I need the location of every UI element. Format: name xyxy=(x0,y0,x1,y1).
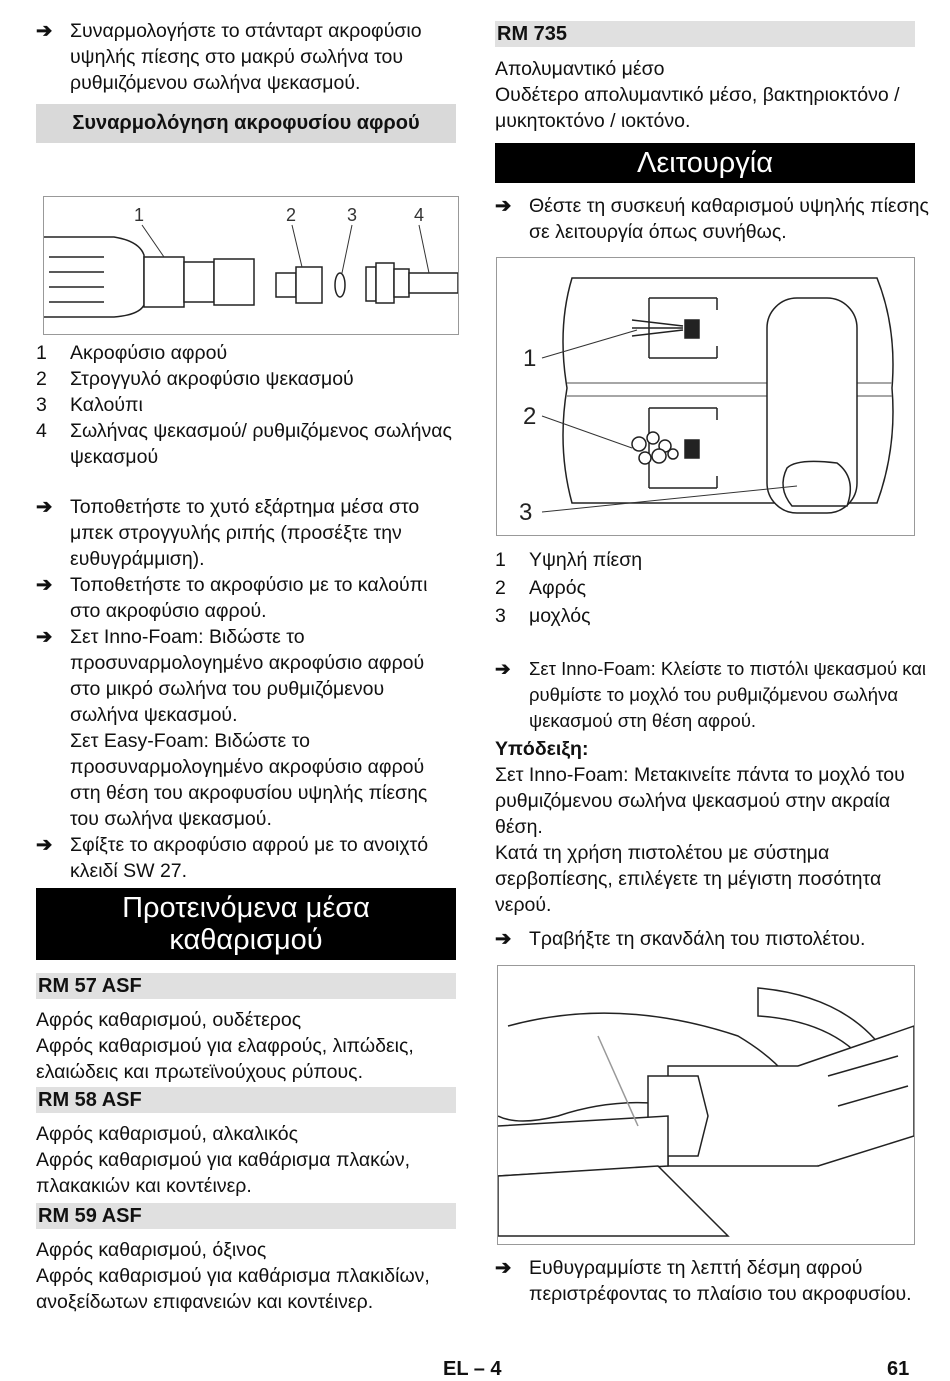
arrow-icon: ➔ xyxy=(495,928,512,950)
figure2-label-1: 1 xyxy=(523,345,536,372)
product-name-rm735: RM 735 xyxy=(495,21,915,47)
operation-step-3: ➔ Τραβήξτε τη σκανδάλη του πιστολέτου. xyxy=(495,928,866,950)
figure2-label-3: 3 xyxy=(519,499,532,526)
arrow-icon: ➔ xyxy=(495,1257,512,1279)
product-name: RM 57 ASF xyxy=(36,973,456,999)
arrow-icon: ➔ xyxy=(36,574,53,596)
figure1-label-3: 3 xyxy=(347,205,357,225)
product-desc: Αφρός καθαρισμού για καθάρισμα πλακών, π… xyxy=(36,1149,411,1197)
operation-step-2: ➔ Σετ Inno-Foam: Κλείστε το πιστόλι ψεκα… xyxy=(495,658,927,731)
operation-step-1: ➔ Θέστε τη συσκευή καθαρισμού υψηλής πίε… xyxy=(495,195,929,243)
figure-trigger-rotation xyxy=(497,965,915,1245)
arrow-icon: ➔ xyxy=(36,496,53,518)
footer-section-label: EL – 4 xyxy=(443,1358,502,1380)
product-desc: Αφρός καθαρισμού για ελαφρούς, λιπώδεις,… xyxy=(36,1035,414,1083)
subheading-foam-nozzle: Συναρμολόγηση ακροφυσίου αφρού xyxy=(36,104,456,143)
note-text: Κατά τη χρήση πιστολέτου με σύστημα σερβ… xyxy=(495,842,882,916)
section-heading-recommended-agents: Προτεινόμενα μέσα καθαρισμού xyxy=(36,888,456,960)
arrow-icon: ➔ xyxy=(495,195,512,217)
arrow-icon: ➔ xyxy=(495,658,511,679)
arrow-icon: ➔ xyxy=(36,834,53,856)
product-desc: Αφρός καθαρισμού, ουδέτερος xyxy=(36,1009,302,1031)
assembly-steps: ➔ Τοποθετήστε το χυτό εξάρτημα μέσα στο … xyxy=(36,494,456,884)
product-desc: Αφρός καθαρισμού για καθάρισμα πλακιδίων… xyxy=(36,1265,430,1313)
intro-step: ➔ Συναρμολογήστε το στάνταρτ ακροφύσιο υ… xyxy=(36,20,422,94)
step-extra-easy-foam: Σετ Easy-Foam: Βιδώστε το προσυναρμολογη… xyxy=(70,730,428,830)
product-desc: Αφρός καθαρισμού, αλκαλικός xyxy=(36,1123,298,1145)
note-text: Σετ Inno-Foam: Μετακινείτε πάντα το μοχλ… xyxy=(495,764,905,838)
products-list: RM 57 ASF Αφρός καθαρισμού, ουδέτερος Αφ… xyxy=(36,973,456,1315)
operation-step-4: ➔ Ευθυγραμμίστε τη λεπτή δέσμη αφρού περ… xyxy=(495,1257,912,1305)
step-item: ➔ Σφίξτε το ακροφύσιο αφρού με το ανοιχτ… xyxy=(36,834,429,882)
arrow-icon: ➔ xyxy=(36,20,53,42)
section-heading-operation: Λειτουργία xyxy=(495,143,915,183)
page-number: 61 xyxy=(887,1358,910,1380)
product-desc: Αφρός καθαρισμού, όξινος xyxy=(36,1239,267,1261)
figure1-label-1: 1 xyxy=(134,205,144,225)
step-item: ➔ Τοποθετήστε το ακροφύσιο με το καλούπι… xyxy=(36,574,428,622)
figure-lever-positions: 1 2 3 xyxy=(496,257,915,536)
nozzle-assembly-illustration: 1 2 3 4 xyxy=(44,205,459,318)
figure1-label-2: 2 xyxy=(286,205,296,225)
figure1-label-4: 4 xyxy=(414,205,424,225)
product-name: RM 58 ASF xyxy=(36,1087,456,1113)
arrow-icon: ➔ xyxy=(36,626,53,648)
figure-nozzle-assembly: 1 2 3 4 xyxy=(43,196,459,335)
hand-nozzle-illustration xyxy=(497,987,915,1237)
product-rm735-desc: Απολυμαντικό μέσο Ουδέτερο απολυμαντικό … xyxy=(495,58,900,132)
step-item: ➔ Τοποθετήστε το χυτό εξάρτημα μέσα στο … xyxy=(36,496,420,570)
step-item: ➔ Σετ Inno-Foam: Βιδώστε το προσυναρμολο… xyxy=(36,624,456,832)
note-label: Υπόδειξη: xyxy=(495,738,589,760)
note-block: Υπόδειξη: Σετ Inno-Foam: Μετακινείτε πάν… xyxy=(495,736,915,918)
product-name: RM 59 ASF xyxy=(36,1203,456,1229)
lever-illustration: 1 2 3 xyxy=(519,277,894,526)
figure2-label-2: 2 xyxy=(523,403,536,430)
